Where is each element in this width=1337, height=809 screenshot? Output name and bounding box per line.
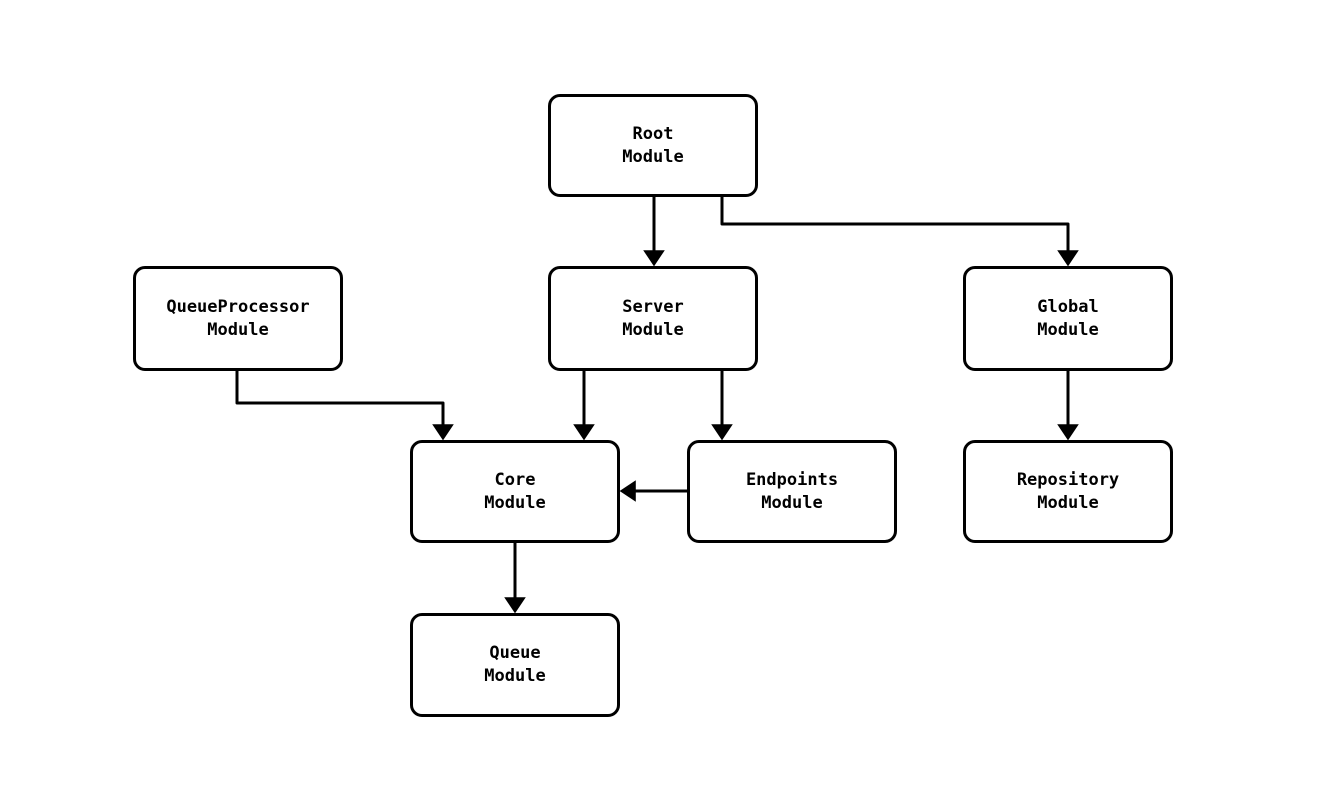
node-server[interactable]: Server Module — [548, 266, 758, 371]
node-label-global: Global Module — [1037, 296, 1099, 340]
node-core[interactable]: Core Module — [410, 440, 620, 543]
node-repository[interactable]: Repository Module — [963, 440, 1173, 543]
node-endpoints[interactable]: Endpoints Module — [687, 440, 897, 543]
node-label-server: Server Module — [622, 296, 684, 340]
node-queueprocessor[interactable]: QueueProcessor Module — [133, 266, 343, 371]
node-label-endpoints: Endpoints Module — [745, 469, 839, 513]
node-global[interactable]: Global Module — [963, 266, 1173, 371]
edge-root-global — [720, 197, 1079, 267]
node-label-queueprocessor: QueueProcessor Module — [166, 296, 310, 340]
edge-group — [235, 197, 1079, 614]
node-label-repository: Repository Module — [1016, 469, 1120, 513]
node-root[interactable]: Root Module — [548, 94, 758, 197]
edge-queueprocessor-core — [235, 371, 454, 441]
node-label-core: Core Module — [484, 469, 546, 513]
node-label-root: Root Module — [622, 123, 684, 167]
node-queue[interactable]: Queue Module — [410, 613, 620, 717]
node-label-queue: Queue Module — [484, 643, 546, 686]
